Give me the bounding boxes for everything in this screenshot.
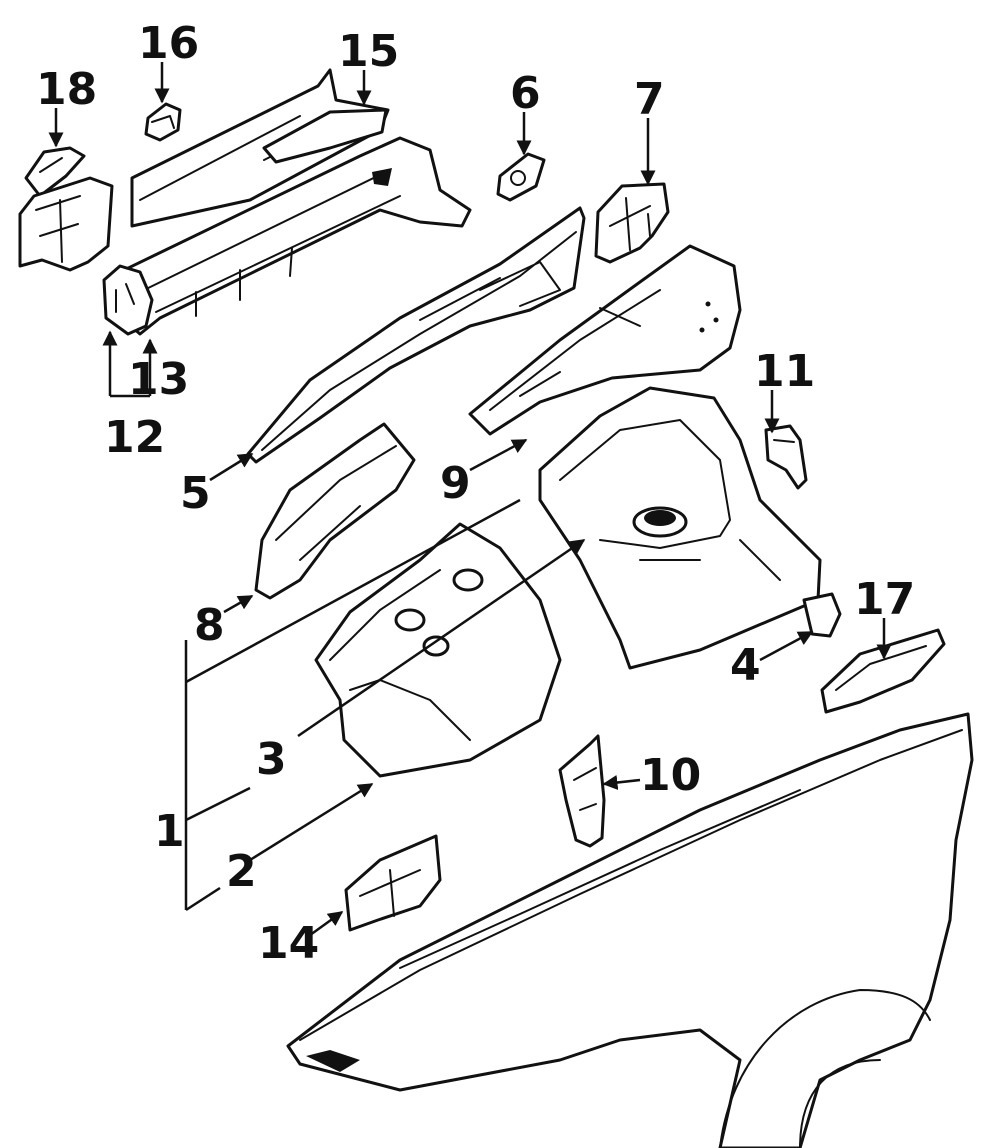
callout-15: 15 [338,26,399,77]
callout-10: 10 [640,750,701,801]
part-10-bracket [558,734,606,848]
callout-13: 13 [128,354,189,405]
callout-5: 5 [180,468,211,519]
part-4-clip [802,592,842,638]
part-16-clip [144,102,182,142]
callout-11: 11 [754,346,815,397]
callout-4: 4 [730,640,761,691]
callout-8: 8 [194,600,225,651]
part-18-bracket [18,146,114,272]
callout-9: 9 [440,458,471,509]
callout-14: 14 [258,918,319,969]
part-8-lower-rail [254,422,416,600]
callout-12: 12 [104,412,165,463]
callout-7: 7 [634,74,665,125]
callout-16: 16 [138,18,199,69]
part-13-end-cap [102,264,154,336]
callout-3: 3 [256,734,287,785]
callout-17: 17 [854,574,915,625]
callout-1: 1 [154,806,185,857]
leader-lines [48,62,892,940]
part-14-bracket [344,834,442,932]
part-3-wheelhouse [538,386,822,670]
part-1-fender [286,712,974,1148]
part-2-splash-shield [314,522,562,778]
part-7-bracket [594,182,670,264]
part-15-upper-rail [130,68,390,228]
callout-6: 6 [510,68,541,119]
part-12-rail-assembly [118,136,472,336]
part-9-rail-extension [468,244,742,436]
part-6-plate [496,152,546,202]
part-17-seal [820,628,946,714]
part-11-bracket [764,424,808,490]
callout-18: 18 [36,64,97,115]
part-5-reinforcement [246,206,586,464]
callout-2: 2 [226,846,257,897]
